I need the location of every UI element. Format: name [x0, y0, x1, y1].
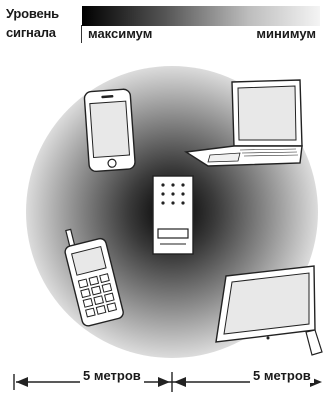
- smartphone-icon: [84, 89, 135, 172]
- left-distance-label: 5 метров: [80, 368, 144, 383]
- right-distance-label: 5 метров: [250, 368, 314, 383]
- access-point-icon: [153, 176, 193, 254]
